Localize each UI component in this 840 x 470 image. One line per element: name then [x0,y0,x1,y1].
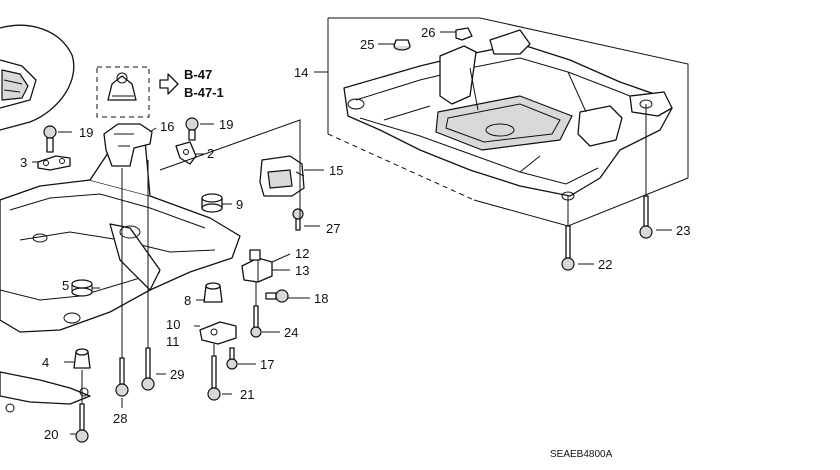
bushing-5 [71,279,93,297]
bolt-24 [250,305,262,338]
bracket-3 [37,155,71,171]
drawing-code: SEAEB4800A [550,449,613,460]
callout-18[interactable]: 18 [314,291,328,306]
callout-2[interactable]: 2 [207,146,214,161]
callout-17[interactable]: 17 [260,357,274,372]
cap-25 [393,39,411,51]
leader-lines-right [314,31,672,265]
callout-27[interactable]: 27 [326,221,340,236]
bolt-20 [75,403,89,443]
callout-15[interactable]: 15 [329,163,343,178]
callout-25[interactable]: 25 [360,37,374,52]
callout-13[interactable]: 13 [295,263,309,278]
stopper-4 [73,348,91,369]
reference-b47[interactable]: B-47 [184,67,212,82]
bolt-19-left [43,125,57,153]
bolt-18 [265,289,289,303]
reference-b47-1[interactable]: B-47-1 [184,85,224,100]
bolt-29 [141,347,155,391]
callout-14[interactable]: 14 [294,65,308,80]
bolt-21 [207,355,221,401]
bracket-10-11 [199,321,237,345]
stopper-8 [203,282,223,303]
callout-23[interactable]: 23 [676,223,690,238]
engine-mount-16 [103,123,153,167]
cap-26 [455,27,473,41]
callout-11[interactable]: 11 [166,334,180,349]
callout-24[interactable]: 24 [284,325,298,340]
callout-21[interactable]: 21 [240,387,254,402]
callout-19a[interactable]: 19 [79,125,93,140]
rear-subframe [343,29,673,201]
bolt-23 [639,195,653,239]
callout-29[interactable]: 29 [170,367,184,382]
leader-lines-left [32,119,324,435]
callout-3[interactable]: 3 [20,155,27,170]
callout-labels: 19 3 16 19 2 9 15 27 12 13 18 5 8 10 11 … [20,25,690,442]
callout-4[interactable]: 4 [42,355,49,370]
rear-subframe-box [327,17,689,227]
bushing-9 [201,193,223,213]
callout-8[interactable]: 8 [184,293,191,308]
bolt-22 [561,225,575,271]
detail-reference-box [96,66,179,118]
callout-22[interactable]: 22 [598,257,612,272]
callout-5[interactable]: 5 [62,278,69,293]
engine-outline [0,24,75,131]
bolt-27 [292,208,304,231]
callout-19b[interactable]: 19 [219,117,233,132]
callout-28[interactable]: 28 [113,411,127,426]
mount-15 [259,155,305,197]
bolt-28 [115,357,129,397]
callout-12[interactable]: 12 [295,246,309,261]
bolt-19-right [185,117,199,141]
callout-9[interactable]: 9 [236,197,243,212]
callout-16[interactable]: 16 [160,119,174,134]
callout-26[interactable]: 26 [421,25,435,40]
bracket-12-13 [241,249,273,283]
bolt-17 [226,347,238,370]
arrow-right-icon [159,73,179,95]
callout-10[interactable]: 10 [166,317,180,332]
callout-20[interactable]: 20 [44,427,58,442]
